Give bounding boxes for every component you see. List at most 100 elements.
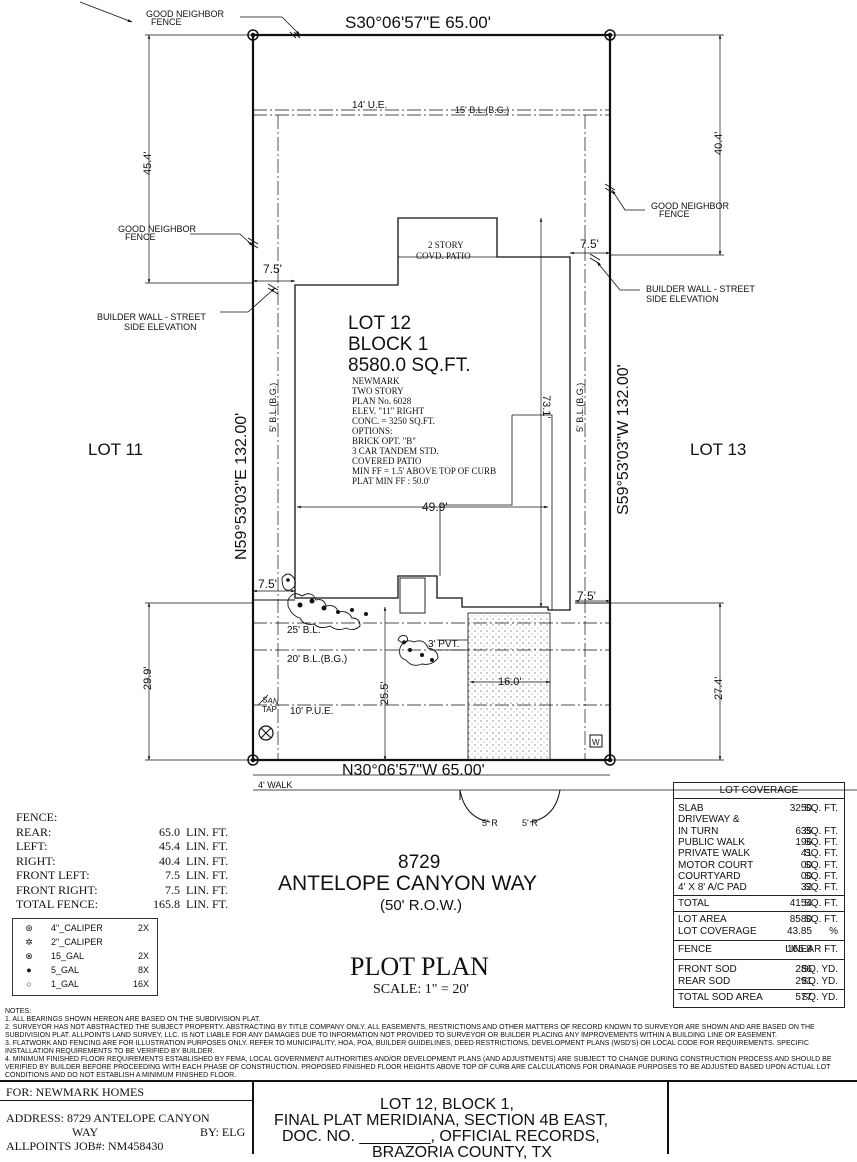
coverage-value: 43.85: [786, 926, 812, 937]
tb-desc-1: LOT 12, BLOCK 1,: [380, 1096, 514, 1113]
house-note-line: PLAT MIN FF : 50.0': [352, 476, 430, 486]
bw-right-1: BUILDER WALL - STREET: [646, 284, 755, 294]
san-tap-icon: [258, 725, 274, 741]
coverage-value: 32: [800, 882, 812, 894]
gn-top-1: GOOD NEIGHBOR: [146, 9, 225, 19]
gn-right-2: FENCE: [659, 209, 690, 219]
coverage-value: 4154: [789, 898, 812, 909]
ue-label: 14' U.E.: [352, 100, 387, 111]
lot-title-2: BLOCK 1: [348, 334, 428, 355]
bl-25-label: 25' B.L.: [287, 625, 321, 636]
garage-outline: [512, 414, 553, 610]
coverage-value: 286: [795, 964, 812, 975]
ac-pad: [399, 577, 426, 614]
coverage-name: COURTYARD: [678, 870, 741, 882]
coverage-separator: [674, 989, 844, 990]
coverage-unit: SQ. FT.: [804, 898, 838, 909]
tb-desc-3: DOC. NO. ________, OFFICIAL RECORDS,: [282, 1128, 600, 1145]
fence-label: TOTAL FENCE:: [16, 897, 99, 911]
fence-label: RIGHT:: [16, 853, 56, 868]
fence-unit: LIN. FT.: [186, 882, 229, 897]
tb-job: ALLPOINTS JOB#: NM458430: [6, 1139, 164, 1153]
house-footprint: [294, 217, 571, 611]
house-note-line: TWO STORY: [352, 386, 404, 396]
fence-unit: LIN. FT.: [186, 897, 229, 911]
coverage-name: LOT AREA: [678, 914, 727, 925]
tb-address-2: WAY: [72, 1125, 99, 1139]
patio-label-2: COVD. PATIO: [416, 251, 471, 261]
coverage-value: 00: [800, 870, 812, 882]
coverage-name: IN TURN: [678, 825, 719, 837]
coverage-name: MOTOR COURT: [678, 859, 754, 871]
fence-value: 40.4: [159, 853, 180, 868]
house-note-line: PLAN No. 6028: [352, 396, 412, 406]
legend-name: 1_GAL: [51, 979, 80, 989]
rear-bl-label: 15' B.L.(B.G.): [455, 105, 509, 115]
note-item: 2. SURVEYOR HAS NOT ABSTRACTED THE SUBJE…: [5, 1024, 815, 1039]
house-note-line: MIN FF = 1.5' ABOVE TOP OF CURB: [352, 466, 497, 476]
house-note-line: 3 CAR TANDEM STD.: [352, 446, 439, 456]
private-walk: [437, 639, 468, 651]
gn-right-1: GOOD NEIGHBOR: [651, 201, 730, 211]
pue-label: 10' P.U.E.: [290, 706, 333, 717]
coverage-name: 4' X 8' A/C PAD: [678, 882, 747, 894]
coverage-value: 8580: [789, 914, 812, 925]
fence-label: FRONT RIGHT:: [16, 882, 98, 897]
house-note-line: OPTIONS:: [352, 426, 393, 436]
legend-name: 5_GAL: [51, 965, 80, 975]
coverage-name: TOTAL SOD AREA: [678, 992, 763, 1003]
patio-label-1: 2 STORY: [428, 240, 464, 250]
fence-heading: FENCE:: [16, 810, 58, 824]
coverage-name: REAR SOD: [678, 976, 731, 987]
coverage-name: PUBLIC WALK: [678, 836, 745, 848]
legend-name: 4"_CALIPER: [51, 923, 103, 933]
coverage-unit: SQ. FT.: [804, 803, 838, 814]
notes: NOTES: 1. ALL BEARINGS SHOWN HEREON ARE …: [5, 1008, 850, 1080]
radius-left: 5' R: [482, 818, 498, 828]
leader-lines: [79, 1, 645, 313]
lot-title-1: LOT 12: [348, 313, 411, 334]
bottom-bearing: N30°06'57"W 65.00': [342, 762, 485, 779]
coverage-unit: SQ. FT.: [804, 825, 838, 837]
dim-7-5-ul: 7.5': [263, 262, 282, 276]
bl-side-left: 5' B.L.(B.G.): [268, 383, 278, 432]
fence-value: 65.0: [159, 824, 180, 839]
house-note-line: COVERED PATIO: [352, 456, 422, 466]
coverage-unit: %: [829, 926, 838, 937]
san-tap-icon-cross: [260, 727, 272, 739]
coverage-unit: SQ. FT.: [804, 914, 838, 925]
legend-qty: 16X: [132, 979, 149, 989]
coverage-unit: SQ. FT.: [804, 870, 838, 882]
walk-label: 4' WALK: [258, 780, 292, 790]
bl-20-label: 20' B.L.(B.G.): [287, 654, 347, 665]
bw-left-2: SIDE ELEVATION: [124, 322, 197, 332]
dimension-lines: [145, 34, 724, 761]
dim-7-5-ur: 7.5': [580, 237, 599, 251]
house-note-line: NEWMARK: [352, 376, 400, 386]
coverage-unit: SQ. FT.: [804, 882, 838, 894]
street-number: 8729: [398, 852, 441, 873]
tb-divider: [0, 1100, 252, 1101]
coverage-unit: LINEAR FT.: [785, 944, 838, 955]
tb-for: FOR: NEWMARK HOMES: [6, 1085, 145, 1099]
left-bearing: N59°53'03"E 132.00': [233, 413, 250, 560]
fence-value: 7.5: [165, 882, 180, 897]
legend-qty: 8X: [137, 965, 149, 975]
coverage-unit: SQ. FT.: [804, 848, 838, 860]
coverage-unit: SQ. YD.: [801, 964, 839, 975]
tb-address-1: ADDRESS: 8729 ANTELOPE CANYON: [6, 1111, 210, 1125]
legend-symbol-icon: ⊗: [25, 951, 33, 961]
dim-49-9: 49.9': [422, 500, 448, 514]
gn-top-2: FENCE: [151, 17, 182, 27]
legend-name: 2"_CALIPER: [51, 937, 103, 947]
tb-desc-2: FINAL PLAT MERIDIANA, SECTION 4B EAST,: [274, 1112, 609, 1129]
fence-ticks: [247, 31, 616, 295]
gn-left-1: GOOD NEIGHBOR: [118, 224, 197, 234]
coverage-unit: SQ. FT.: [804, 836, 838, 848]
